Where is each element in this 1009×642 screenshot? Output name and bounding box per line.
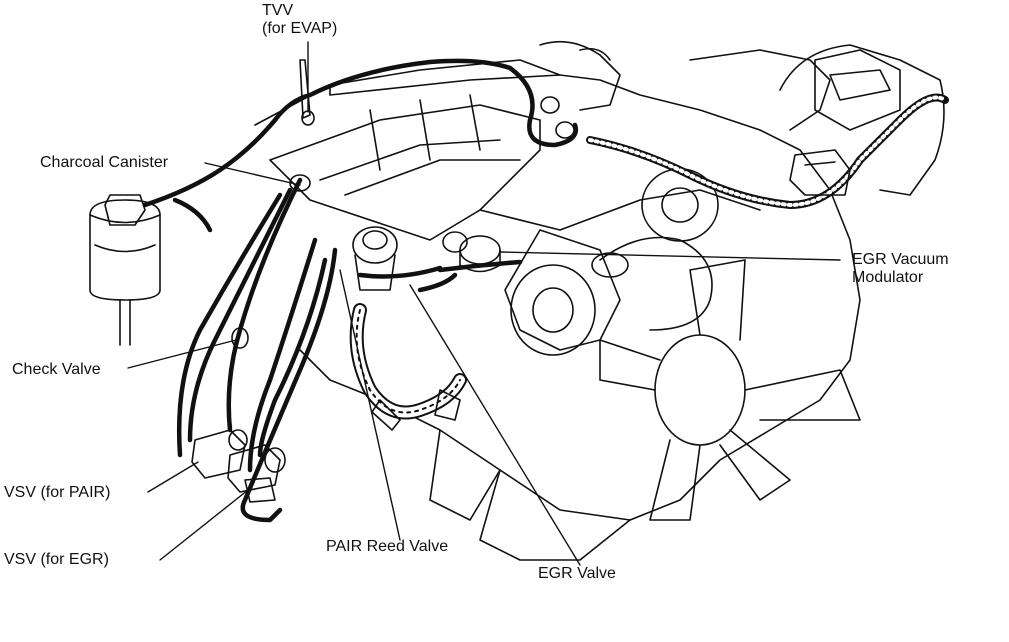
label-pair-reed-valve: PAIR Reed Valve	[326, 538, 449, 555]
cooling-fan	[599, 259, 861, 521]
label-tvv: TVV (for EVAP)	[262, 2, 338, 37]
engine-block	[254, 49, 861, 561]
sensor-connector	[789, 149, 851, 196]
label-egr-valve: EGR Valve	[538, 565, 616, 582]
vacuum-hoses	[142, 58, 579, 523]
label-check-valve: Check Valve	[12, 361, 101, 378]
leader-lines	[127, 41, 841, 566]
charcoal-canister-drawing	[89, 194, 161, 346]
label-vsv-egr: VSV (for EGR)	[4, 551, 109, 568]
check-valve-drawing	[231, 327, 249, 349]
label-vsv-pair: VSV (for PAIR)	[4, 484, 111, 501]
egr-valve-drawing	[352, 226, 398, 291]
label-egr-vacuum-modulator: EGR Vacuum Modulator	[852, 251, 949, 286]
pulleys	[510, 168, 719, 356]
vsv-drawings	[191, 429, 286, 503]
label-charcoal-canister: Charcoal Canister	[40, 154, 169, 171]
egr-modulator-drawing	[442, 231, 501, 273]
air-intake	[539, 40, 945, 196]
